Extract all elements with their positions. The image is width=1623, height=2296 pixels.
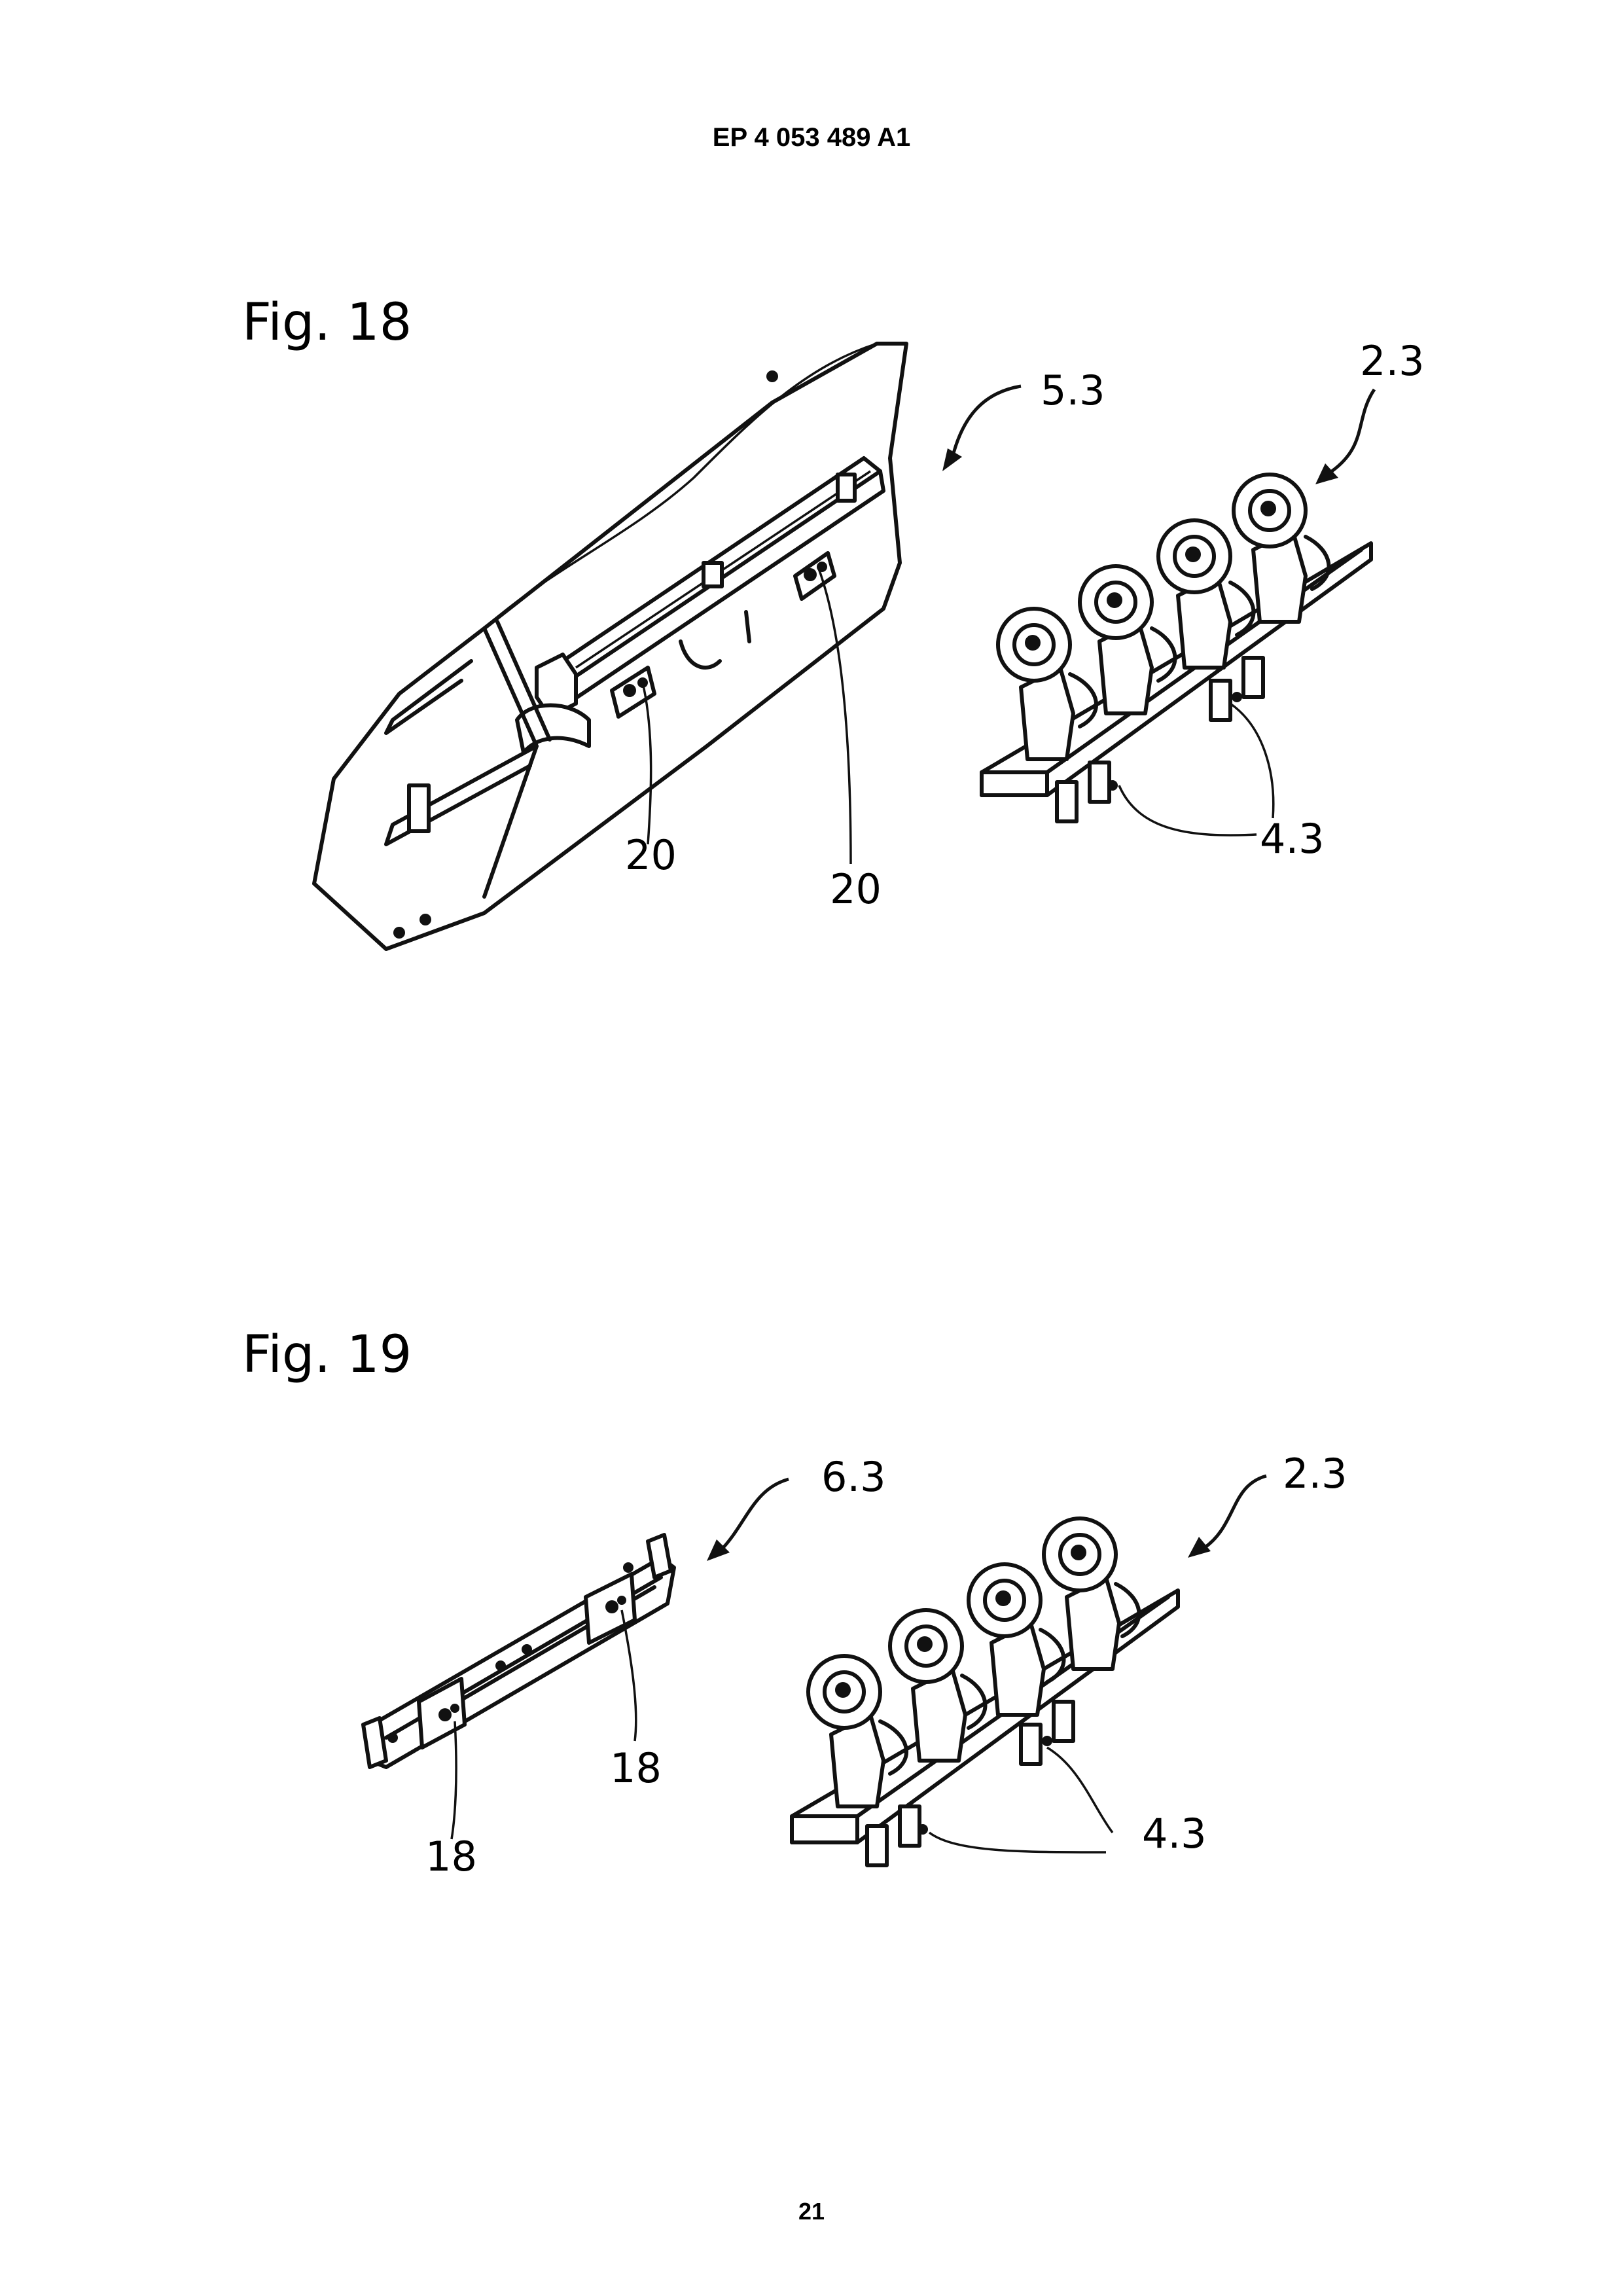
fig19-reference-arrows (707, 1474, 1267, 1561)
fig18-label-brackets: 4.3 (1260, 815, 1325, 863)
fig18-reference-arrows (942, 384, 1376, 484)
fig19-rail-drawing (361, 1533, 676, 1840)
figure-19-title: Fig. 19 (242, 1325, 412, 1384)
fig19-label-rail: 6.3 (821, 1453, 886, 1501)
page-number: 21 (798, 2198, 825, 2225)
fig18-label-slot-right: 20 (830, 865, 882, 913)
fig18-label-slot-left: 20 (625, 831, 677, 879)
figure-18-title: Fig. 18 (242, 293, 412, 352)
fig18-label-nozzle-bar: 2.3 (1360, 337, 1425, 385)
fig18-label-frame: 5.3 (1041, 367, 1105, 414)
fig19-nozzle-bar-drawing (790, 1516, 1180, 1867)
publication-number: EP 4 053 489 A1 (712, 123, 911, 152)
fig19-label-brackets: 4.3 (1142, 1810, 1207, 1857)
fig18-frame-drawing (312, 342, 908, 951)
fig19-label-hole-right: 18 (610, 1744, 662, 1792)
fig19-label-nozzle-bar: 2.3 (1283, 1450, 1347, 1498)
fig18-nozzle-bar-drawing (980, 473, 1373, 836)
fig19-label-hole-left: 18 (425, 1833, 477, 1880)
